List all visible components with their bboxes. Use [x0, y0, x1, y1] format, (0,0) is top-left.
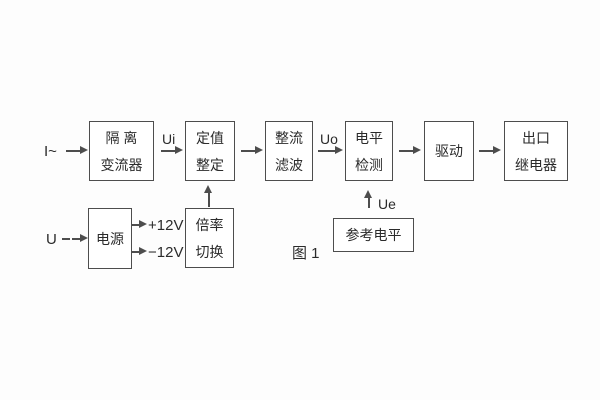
ue-signal-label: Ue: [378, 196, 396, 212]
arrow-neg-rail: [132, 248, 147, 255]
block-power-supply: 电源: [88, 208, 132, 269]
block-reference-level-label: 参考电平: [345, 227, 402, 243]
block-drive: 驱动: [424, 121, 474, 181]
voltage-input-label: U: [46, 231, 57, 248]
arrow-reference-to-level: [365, 190, 372, 208]
block-setpoint-setting: 定值 整定: [185, 121, 235, 181]
block-reference-level: 参考电平: [333, 218, 414, 252]
block-output-relay: 出口 继电器: [504, 121, 568, 181]
block-setpoint-setting-line1: 定值: [196, 129, 224, 146]
block-isolation-transformer-line1: 隔 离: [105, 129, 138, 146]
arrow-pos-rail: [132, 221, 147, 228]
block-power-supply-label: 电源: [96, 230, 124, 247]
ui-signal-label: Ui: [162, 131, 176, 147]
arrow-ratio-to-setpoint: [205, 185, 212, 207]
block-level-detection-line1: 电平: [355, 129, 383, 146]
block-isolation-transformer-line2: 变流器: [100, 156, 143, 173]
block-rectifier-filter-line1: 整流: [275, 129, 303, 146]
block-level-detection-line2: 检测: [355, 156, 383, 173]
block-level-detection: 电平 检测: [345, 121, 393, 181]
block-setpoint-setting-line2: 整定: [196, 156, 224, 173]
arrow-isolation-to-setpoint: [161, 147, 183, 154]
block-rectifier-filter: 整流 滤波: [265, 121, 313, 181]
voltage-input-dash: [62, 238, 70, 240]
arrow-drive-to-relay: [479, 147, 501, 154]
block-ratio-switch-line2: 切换: [195, 243, 224, 260]
block-ratio-switch: 倍率 切换: [185, 208, 234, 268]
figure-caption: 图 1: [292, 245, 320, 262]
block-rectifier-filter-line2: 滤波: [275, 156, 303, 173]
neg-rail-label: −12V: [148, 244, 184, 261]
current-input-label: I~: [44, 143, 57, 160]
arrow-current-to-isolation: [66, 147, 88, 154]
uo-signal-label: Uo: [320, 131, 338, 147]
block-output-relay-line1: 出口: [522, 129, 550, 146]
arrow-level-to-drive: [399, 147, 421, 154]
arrow-rectifier-to-level: [318, 147, 343, 154]
block-isolation-transformer: 隔 离 变流器: [89, 121, 154, 181]
arrow-setpoint-to-rectifier: [241, 147, 263, 154]
block-drive-label: 驱动: [435, 143, 463, 159]
block-ratio-switch-line1: 倍率: [195, 216, 224, 233]
pos-rail-label: +12V: [148, 217, 184, 234]
arrow-voltage-to-power: [72, 235, 88, 242]
block-output-relay-line2: 继电器: [515, 156, 557, 173]
